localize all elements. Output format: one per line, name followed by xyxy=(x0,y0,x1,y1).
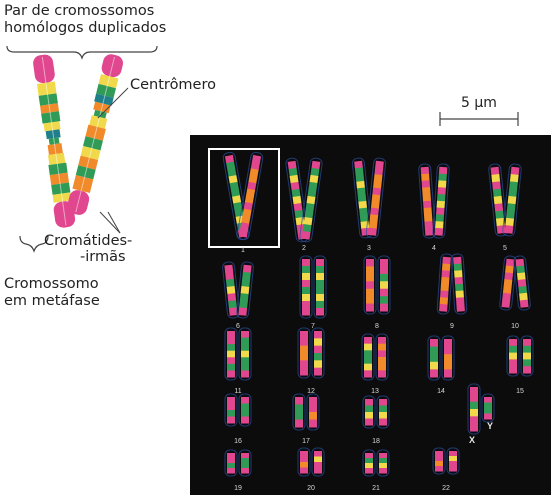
karyotype-pair xyxy=(224,327,252,381)
pair-label-line2: homólogos duplicados xyxy=(4,20,167,36)
chromosome-right xyxy=(67,54,124,215)
karyotype-pair xyxy=(292,393,320,431)
metaphase-bracket xyxy=(19,235,49,253)
karyotype-pair xyxy=(362,395,390,429)
karyotype-number-label: 6 xyxy=(236,323,240,330)
karyotype-chromosomes xyxy=(222,151,534,477)
homologous-pair-illustration xyxy=(6,45,158,253)
karyotype-number-label: 15 xyxy=(516,388,524,395)
karyotype-pair xyxy=(506,335,534,377)
sex-chromosome xyxy=(467,383,481,435)
karyotype-number-label: 14 xyxy=(437,388,445,395)
highlight-box-pair-1 xyxy=(208,148,280,248)
pair-bracket xyxy=(6,45,158,60)
karyotype-number-label: 20 xyxy=(307,485,315,492)
karyotype-number-label: 17 xyxy=(302,438,310,445)
scale-label: 5 μm xyxy=(461,95,497,111)
karyotype-pair xyxy=(299,255,327,319)
pair-label-line1: Par de cromossomos xyxy=(4,3,155,19)
centromere-label: Centrômero xyxy=(130,77,216,93)
karyotype-number-label: 19 xyxy=(234,485,242,492)
karyotype-pair xyxy=(297,447,325,477)
metaphase-label-line1: Cromossomo xyxy=(4,276,99,292)
sex-chromosome xyxy=(481,393,495,423)
sex-label-x: X xyxy=(468,435,476,445)
centromere-pointer xyxy=(97,87,129,119)
karyotype-number-label: 8 xyxy=(375,323,379,330)
karyotype-pair xyxy=(224,393,252,427)
scale-bar xyxy=(439,112,519,126)
karyotype-pair xyxy=(297,327,325,379)
karyotype-number-label: 18 xyxy=(372,438,380,445)
chromatids-label-line1: Cromátides- xyxy=(44,233,133,249)
karyotype-number-label: 4 xyxy=(432,245,436,252)
karyotype-pair xyxy=(363,255,391,315)
karyotype-number-label: 3 xyxy=(367,245,371,252)
karyotype-pair xyxy=(427,335,455,381)
chromatids-pointer xyxy=(99,211,121,234)
karyotype-number-label: 21 xyxy=(372,485,380,492)
karyotype-number-label: 22 xyxy=(442,485,450,492)
karyotype-number-label: 13 xyxy=(371,388,379,395)
karyotype-number-label: 5 xyxy=(503,245,507,252)
karyotype-pair xyxy=(351,157,387,239)
karyotype-pair xyxy=(224,449,252,477)
karyotype-number-label: 9 xyxy=(450,323,454,330)
karyotype-pair xyxy=(362,449,390,477)
karyotype-pair xyxy=(222,261,254,319)
karyotype-number-label: 7 xyxy=(311,323,315,330)
karyotype-number-label: 16 xyxy=(234,438,242,445)
karyotype-pair xyxy=(436,253,468,315)
karyotype-number-label: 12 xyxy=(307,388,315,395)
karyotype-pair xyxy=(499,255,531,311)
karyotype-number-label: 11 xyxy=(234,388,242,395)
karyotype-number-label: 1 xyxy=(241,247,245,254)
karyotype-number-label: 2 xyxy=(302,245,306,252)
metaphase-label-line2: em metáfase xyxy=(4,293,100,309)
chromosome-left xyxy=(33,54,76,228)
karyotype-pair xyxy=(285,157,323,243)
karyotype-pair xyxy=(222,151,264,241)
karyotype-pair xyxy=(488,163,522,237)
karyotype-pair xyxy=(432,447,460,475)
karyotype-pair xyxy=(418,163,450,239)
chromatids-label-line2: -irmãs xyxy=(80,249,126,265)
karyotype-number-label: 10 xyxy=(511,323,519,330)
sex-label-y: Y xyxy=(486,421,494,431)
karyotype-pair xyxy=(361,333,389,381)
